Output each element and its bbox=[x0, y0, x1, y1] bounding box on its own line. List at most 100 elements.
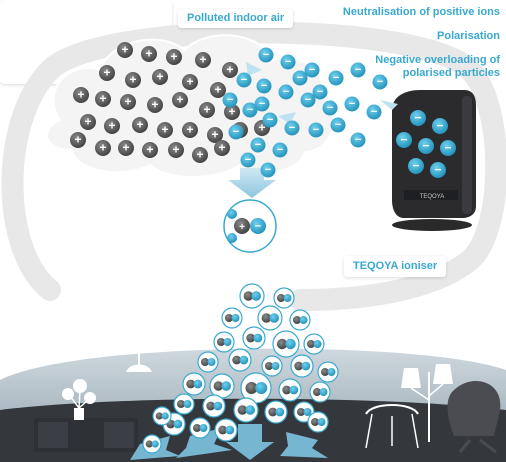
positive-ion-icon bbox=[182, 74, 198, 90]
positive-ion-icon bbox=[147, 97, 163, 113]
positive-ion-icon-sign: + bbox=[203, 102, 210, 116]
positive-ion-icon bbox=[210, 82, 226, 98]
device-ion-icon-sign: − bbox=[444, 140, 451, 154]
negative-ion-icon-sign: − bbox=[355, 134, 362, 146]
polarised-particle-icon bbox=[173, 393, 195, 415]
positive-ion-icon bbox=[118, 140, 134, 156]
negative-ion-icon bbox=[350, 132, 366, 148]
positive-ion-icon-sign: + bbox=[161, 122, 168, 136]
device-ions: −−−−−−− bbox=[396, 110, 456, 178]
device-ion-icon-sign: − bbox=[400, 132, 407, 146]
ioniser-label: TEQOYA ioniser bbox=[344, 256, 447, 277]
positive-ion-icon bbox=[157, 122, 173, 138]
device-ion-icon bbox=[410, 110, 426, 126]
positive-ion-icon-sign: + bbox=[218, 140, 225, 154]
positive-ion-icon bbox=[104, 118, 120, 134]
polarised-particle-icon bbox=[242, 326, 266, 350]
positive-ion-icon-sign: + bbox=[84, 114, 91, 128]
positive-ion-icon bbox=[125, 72, 141, 88]
negative-ion-icon bbox=[304, 62, 320, 78]
positive-ion-icon-sign: + bbox=[226, 62, 233, 76]
negative-ion-icon-sign: − bbox=[265, 164, 272, 176]
ceiling-lamp-icon bbox=[126, 334, 152, 372]
negative-ion-icon bbox=[258, 47, 274, 63]
positive-ion-icon bbox=[132, 117, 148, 133]
positive-ion-icon-sign: + bbox=[170, 49, 177, 63]
positive-ion-icon-sign: + bbox=[196, 147, 203, 161]
positive-ion-icon bbox=[207, 127, 223, 143]
negative-ion-icon-sign: − bbox=[277, 144, 284, 156]
device-ion-icon-sign: − bbox=[422, 138, 429, 152]
negative-ion-icon-sign: − bbox=[267, 114, 274, 126]
positive-ion-icon bbox=[70, 132, 86, 148]
positive-ion-icon bbox=[214, 140, 230, 156]
negative-ion-icon-sign: − bbox=[327, 102, 334, 114]
positive-ion-icon-sign: + bbox=[186, 122, 193, 136]
ioniser-device-icon: TEQOYA bbox=[392, 90, 476, 231]
polarised-particle-icon bbox=[303, 333, 325, 355]
negative-ion-icon-sign: − bbox=[335, 119, 342, 131]
polarisation-illustration: + − bbox=[223, 199, 277, 253]
positive-ion-icon bbox=[192, 147, 208, 163]
negative-ion-icon-sign: − bbox=[317, 86, 324, 98]
polarised-particle-icon bbox=[239, 283, 265, 309]
svg-text:+: + bbox=[239, 222, 245, 233]
positive-ion-icon bbox=[199, 102, 215, 118]
positive-ion-icon-sign: + bbox=[214, 82, 221, 96]
positive-ion-icon bbox=[172, 92, 188, 108]
negative-ion-icon bbox=[260, 162, 276, 178]
positive-ion-icon-sign: + bbox=[146, 142, 153, 156]
negative-ion-icon bbox=[250, 137, 266, 153]
positive-ion-icon bbox=[80, 114, 96, 130]
positive-ion-icon-sign: + bbox=[108, 118, 115, 132]
positive-ion-icon bbox=[99, 65, 115, 81]
polarised-particle-icon bbox=[261, 355, 283, 377]
negative-ion-icon-sign: − bbox=[233, 126, 240, 138]
sideboard-icon bbox=[34, 418, 138, 452]
device-ion-icon bbox=[440, 140, 456, 156]
negative-ion-icon bbox=[292, 70, 308, 86]
polarised-particle-icon bbox=[273, 287, 295, 309]
negative-ion-icon-sign: − bbox=[261, 80, 268, 92]
step-polarisation: Polarisation bbox=[437, 30, 500, 42]
negative-ion-icon bbox=[280, 54, 296, 70]
negative-ion-icon-sign: − bbox=[241, 74, 248, 86]
negative-ion-icon-sign: − bbox=[305, 94, 312, 106]
negative-ion-icon-sign: − bbox=[283, 86, 290, 98]
negative-ion-icon bbox=[240, 152, 256, 168]
negative-ion-icon-sign: − bbox=[309, 64, 316, 76]
positive-ion-icon-sign: + bbox=[122, 140, 129, 154]
negative-ion-icon bbox=[228, 124, 244, 140]
positive-ion-icon-sign: + bbox=[172, 142, 179, 156]
positive-ion-icon-sign: + bbox=[124, 94, 131, 108]
negative-ion-icon bbox=[328, 70, 344, 86]
negative-ion-icon-sign: − bbox=[349, 98, 356, 110]
device-ion-icon-sign: − bbox=[436, 118, 443, 132]
positive-ion-icon-sign: + bbox=[258, 120, 265, 134]
positive-ion-icon-sign: + bbox=[77, 87, 84, 101]
positive-ion-icon bbox=[182, 122, 198, 138]
positive-ion-icon bbox=[117, 42, 133, 58]
positive-ion-icon-sign: + bbox=[99, 140, 106, 154]
polarised-particle-icon bbox=[264, 400, 288, 424]
negative-ion-icon bbox=[262, 112, 278, 128]
wire-chair-icon bbox=[365, 404, 419, 449]
armchair-icon bbox=[447, 380, 501, 454]
device-ion-icon bbox=[418, 138, 434, 154]
positive-ion-icon-sign: + bbox=[228, 104, 235, 118]
negative-ion-icon bbox=[256, 78, 272, 94]
positive-ion-icon-sign: + bbox=[103, 65, 110, 79]
negative-ion-icon-sign: − bbox=[289, 122, 296, 134]
positive-ion-icon bbox=[222, 62, 238, 78]
polarised-particle-icon bbox=[202, 394, 226, 418]
polarised-particle-icon bbox=[317, 361, 339, 383]
device-brand-text: TEQOYA bbox=[420, 194, 445, 200]
polarised-particle-icon bbox=[307, 411, 329, 433]
device-ion-icon-sign: − bbox=[412, 158, 419, 172]
polarised-particle-icon bbox=[189, 417, 211, 439]
negative-ion-icon-sign: − bbox=[247, 104, 254, 116]
negative-ion-icon-sign: − bbox=[333, 72, 340, 84]
